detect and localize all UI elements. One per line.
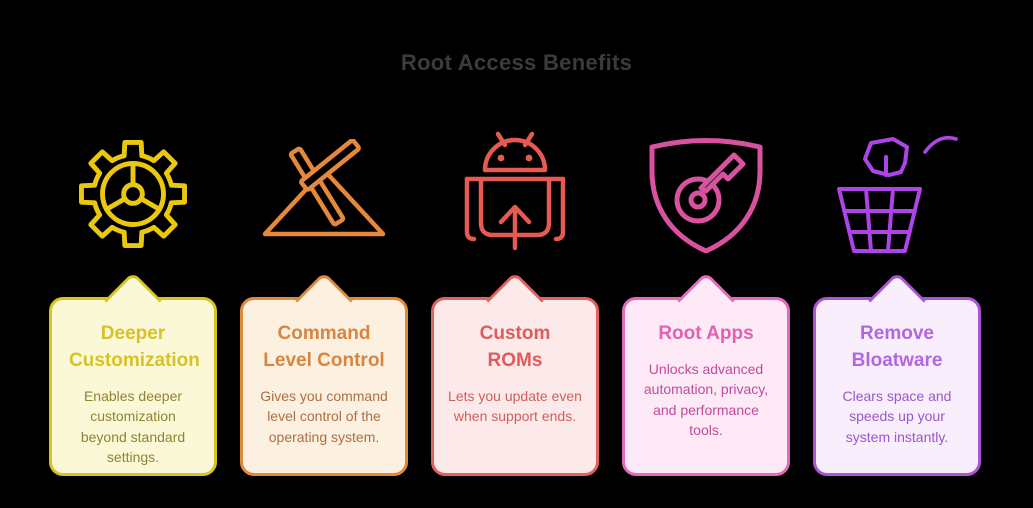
page-title: Root Access Benefits (400, 50, 633, 75)
card-title: Root Apps (658, 323, 754, 344)
benefit-card: Command Level Control Gives you command … (240, 271, 408, 476)
benefit-card: Remove Bloatware Clears space and speeds… (813, 271, 981, 476)
card-description: Gives you command level control of the o… (260, 387, 388, 445)
benefit-custom-roms: Custom ROMs Lets you update even when su… (431, 128, 599, 476)
card-title: Command Level Control (263, 323, 385, 371)
card-title: Remove Bloatware (851, 323, 943, 371)
card-title: Custom ROMs (479, 323, 551, 371)
card-description: Unlocks advanced automation, privacy, an… (643, 360, 769, 438)
trash-bloatware-icon (813, 128, 981, 253)
card-description: Enables deeper customization beyond stan… (80, 387, 186, 465)
benefit-card: Root Apps Unlocks advanced automation, p… (622, 271, 790, 476)
benefit-card: Custom ROMs Lets you update even when su… (431, 271, 599, 476)
benefit-card: Deeper Customization Enables deeper cust… (49, 271, 217, 476)
android-update-icon (431, 128, 599, 253)
shield-key-icon (622, 128, 790, 253)
card-title: Deeper Customization (69, 323, 200, 371)
card-description: Lets you update even when support ends. (448, 387, 582, 425)
benefits-row: Deeper Customization Enables deeper cust… (0, 128, 1033, 476)
benefit-command-level-control: Command Level Control Gives you command … (240, 128, 408, 476)
benefit-root-apps: Root Apps Unlocks advanced automation, p… (622, 128, 790, 476)
benefit-deeper-customization: Deeper Customization Enables deeper cust… (49, 128, 217, 476)
crossed-tools-mountain-icon (240, 128, 408, 253)
gear-icon (49, 128, 217, 253)
card-description: Clears space and speeds up your system i… (842, 387, 952, 445)
benefit-remove-bloatware: Remove Bloatware Clears space and speeds… (813, 128, 981, 476)
